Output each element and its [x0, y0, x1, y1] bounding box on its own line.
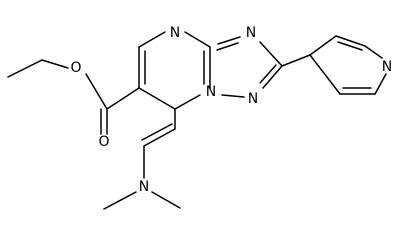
chemical-structure-diagram: N N N N N O O N: [7, 25, 392, 210]
bond: [216, 42, 239, 51]
bond: [221, 94, 245, 98]
ethyl-ester-group: [7, 59, 140, 135]
atom-label-n-pyridine: N: [382, 59, 392, 75]
bond: [138, 31, 166, 48]
bond: [281, 54, 311, 67]
bond: [141, 123, 173, 141]
bond: [309, 54, 341, 95]
bond: [335, 35, 366, 47]
bond: [337, 41, 363, 51]
atom-label-n-triazole-bottom: N: [248, 91, 258, 107]
bond: [85, 73, 108, 110]
bond: [103, 191, 137, 210]
pyridine-ring: [281, 35, 387, 95]
bond: [262, 65, 283, 89]
bond: [217, 36, 241, 45]
dimethylaminovinyl-group: [103, 108, 181, 210]
atom-label-n-pyrimidine: N: [170, 25, 180, 41]
bond: [259, 41, 283, 67]
triazole-ring: [216, 36, 283, 98]
bond: [151, 191, 181, 209]
bond: [364, 45, 383, 59]
bond: [259, 64, 277, 84]
bond: [184, 31, 211, 48]
bond: [7, 59, 43, 78]
pyrimidine-ring: [138, 31, 211, 110]
bond: [143, 128, 176, 147]
atom-label-n-bridge: N: [206, 84, 216, 100]
bond: [374, 73, 387, 95]
atom-label-o-ester: O: [70, 60, 81, 76]
bond: [174, 94, 201, 110]
bond: [41, 59, 69, 69]
bond: [138, 87, 176, 110]
bond: [309, 35, 337, 56]
atom-label-o-carbonyl: O: [98, 134, 109, 150]
atom-label-n-amine: N: [139, 179, 149, 195]
atom-label-n-triazole-top: N: [246, 25, 256, 41]
bond: [106, 87, 140, 110]
